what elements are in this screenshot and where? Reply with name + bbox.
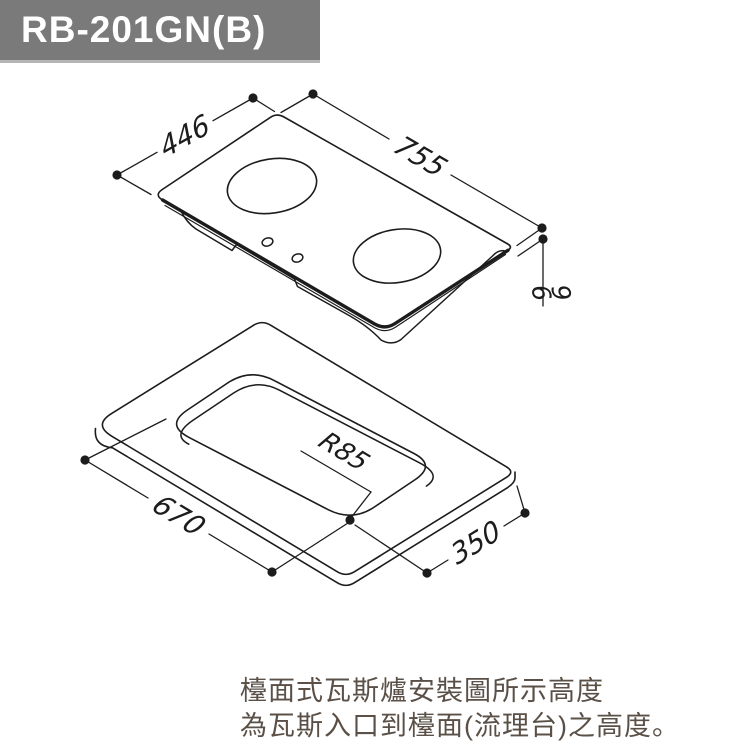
dim-depth-line-b bbox=[212, 97, 254, 122]
cooktop-edge-lip bbox=[164, 204, 507, 332]
dim-dot bbox=[537, 223, 547, 233]
dim-cutlen-ext-left bbox=[84, 418, 167, 461]
left-knob-hole bbox=[261, 237, 274, 247]
dim-width-ext-right bbox=[516, 227, 543, 247]
dim-width-ext-left bbox=[280, 93, 314, 114]
dim-height-ext bbox=[517, 238, 544, 257]
dim-width: 755 bbox=[280, 89, 547, 247]
cooktop-drawing bbox=[157, 114, 512, 344]
dim-dot bbox=[520, 508, 530, 518]
installation-note: 檯面式瓦斯爐安裝圖所示高度 為瓦斯入口到檯面(流理台)之高度。 bbox=[240, 674, 680, 744]
dim-cutlen-line-b bbox=[208, 533, 273, 573]
countertop-top-surface bbox=[101, 321, 512, 576]
dim-dot bbox=[80, 455, 90, 465]
dim-dot bbox=[248, 93, 258, 103]
countertop-drawing bbox=[94, 321, 516, 587]
dim-dot bbox=[345, 515, 355, 525]
dim-depth-line-a bbox=[116, 151, 158, 176]
dim-width-label: 755 bbox=[387, 130, 454, 183]
cutout-opening bbox=[175, 374, 427, 516]
dim-cutout-length-label: 670 bbox=[145, 489, 212, 542]
dim-cutout-width-label: 350 bbox=[446, 513, 505, 571]
dim-cutout-width: 350 bbox=[354, 485, 530, 578]
dim-cutwid-ext-right bbox=[516, 485, 526, 514]
dim-corner-radius: R85 bbox=[300, 427, 375, 525]
right-burner-opening bbox=[352, 228, 442, 284]
radius-underline bbox=[300, 450, 372, 493]
dim-dot bbox=[267, 567, 277, 577]
dim-dot bbox=[308, 89, 318, 99]
dim-width-line-b bbox=[450, 174, 543, 229]
dim-height-label: 96 bbox=[526, 278, 578, 303]
dim-dot bbox=[422, 568, 432, 578]
left-burner-opening bbox=[226, 157, 318, 215]
dim-depth: 446 bbox=[112, 93, 276, 196]
note-line-2: 為瓦斯入口到檯面(流理台)之高度。 bbox=[240, 711, 680, 741]
dim-cutlen-line-a bbox=[84, 459, 149, 499]
model-name: RB-201GN(B) bbox=[21, 9, 267, 50]
cooktop-skirt bbox=[180, 210, 508, 344]
dim-depth-label: 446 bbox=[156, 107, 215, 164]
dim-cutwid-ext-left bbox=[354, 524, 428, 574]
dim-width-line-a bbox=[312, 93, 390, 140]
model-title-bar: RB-201GN(B) bbox=[0, 0, 320, 63]
cooktop-top-surface bbox=[157, 114, 512, 328]
dimensions: 446 755 96 bbox=[80, 89, 578, 578]
dim-cutlen-ext-right bbox=[271, 522, 349, 573]
cutout-inner-wall bbox=[180, 384, 434, 487]
cooktop-front-edge bbox=[160, 198, 510, 329]
radius-leader bbox=[349, 491, 372, 520]
note-line-1: 檯面式瓦斯爐安裝圖所示高度 bbox=[240, 676, 604, 706]
dim-depth-ext-left bbox=[116, 174, 152, 196]
right-knob-hole bbox=[291, 253, 304, 263]
dim-height: 96 bbox=[517, 234, 578, 307]
countertop-thickness-edge bbox=[94, 427, 516, 587]
dim-dot bbox=[112, 170, 122, 180]
dim-dot bbox=[538, 234, 548, 244]
